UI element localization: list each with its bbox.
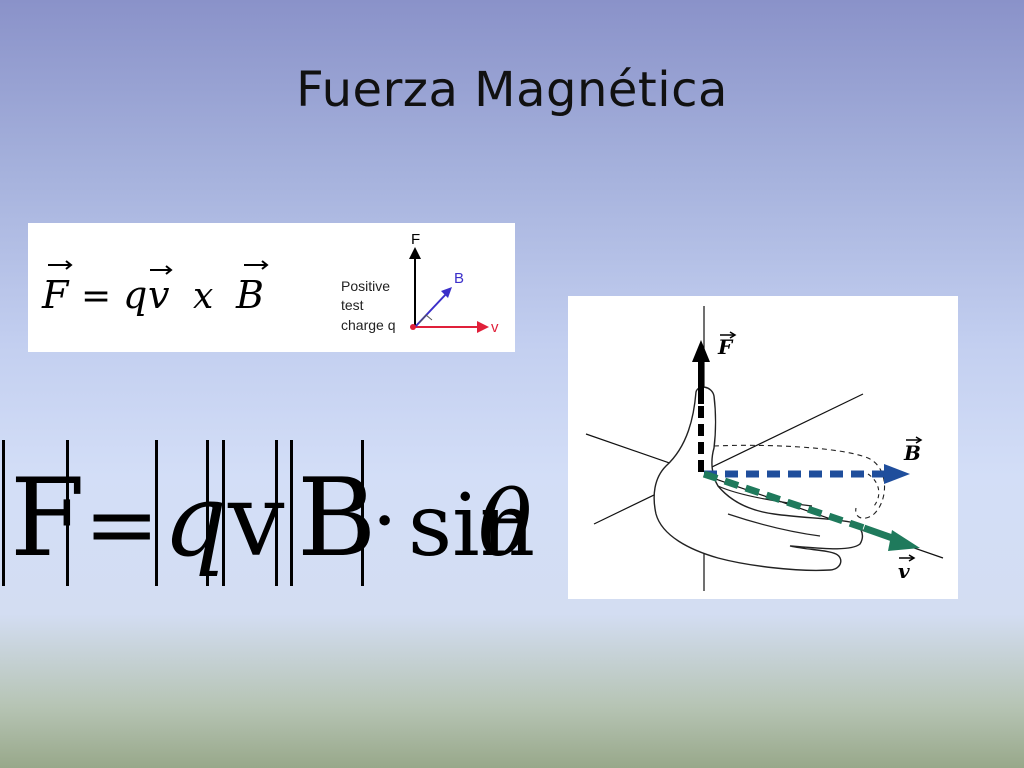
velocity-arrow-head-icon: [888, 530, 920, 551]
magnitude-sin: sin: [408, 476, 535, 576]
magnitude-equals: =: [84, 472, 159, 577]
arrow-head-v-icon: [165, 265, 173, 275]
force-arrow-head-icon: [692, 340, 710, 362]
right-hand-rule-svg: F B v: [585, 306, 944, 591]
charge-dot-icon: [410, 324, 416, 330]
velocity-dashed-vector: [702, 470, 866, 532]
hand-label-v: v: [898, 559, 910, 583]
force-arrow-head-icon: [409, 247, 421, 259]
formula-v: v: [148, 273, 170, 317]
vector-formula: F = q v x B: [41, 260, 269, 317]
field-arrow-head-icon: [441, 287, 452, 298]
hand-label-B: B: [903, 441, 921, 465]
formula-x: x: [193, 276, 213, 317]
abs-bar-right-B: [361, 440, 364, 586]
hand-outline-icon: [653, 386, 864, 572]
label-positive: Positive: [341, 278, 390, 294]
abs-bar-left-B: [290, 440, 293, 586]
slide-title: Fuerza Magnética: [296, 62, 728, 118]
charge-diagram: Positive test charge q F v B: [341, 231, 499, 336]
magnitude-dot: ·: [372, 474, 397, 567]
angle-mark-icon: [421, 314, 433, 321]
abs-bar-left-q: [155, 440, 158, 586]
magnitude-F: F: [10, 456, 85, 581]
velocity-arrow-head-icon: [477, 321, 489, 333]
abs-bar-right-q: [206, 440, 209, 586]
label-test: test: [341, 297, 364, 313]
arrow-head-hand-B-icon: [915, 436, 923, 444]
arrow-head-hand-F-icon: [729, 331, 737, 339]
abs-bar-right-F: [66, 440, 69, 586]
magnitude-B: B: [297, 456, 376, 581]
hand-label-F: F: [717, 335, 734, 359]
arrow-head-F-icon: [65, 260, 73, 270]
label-B: B: [454, 270, 464, 287]
abs-bar-left-v: [222, 440, 225, 586]
finger-crease-icon: [717, 485, 813, 507]
formula-equals: =: [81, 276, 111, 317]
abs-bar-left-F: [2, 440, 5, 586]
formula-q: q: [123, 273, 147, 317]
angle-tick-icon: [418, 318, 424, 324]
field-arrow-head-icon: [884, 464, 910, 484]
vector-formula-panel: F = q v x B Positive test charge q: [28, 223, 515, 352]
vector-formula-svg: F = q v x B Positive test charge q: [41, 231, 499, 336]
plane-axis-line: [593, 393, 864, 525]
formula-F: F: [41, 273, 70, 317]
finger-crease-2-icon: [727, 513, 821, 537]
curl-detail-icon: [867, 473, 880, 507]
magnitude-theta: θ: [478, 472, 532, 577]
label-charge-q: charge q: [341, 317, 395, 333]
magnitude-formula: F = q v B · sin θ: [2, 440, 535, 586]
magnitude-q: q: [163, 462, 227, 579]
arrow-head-hand-v-icon: [908, 554, 916, 562]
right-hand-rule-panel: F B v: [568, 296, 958, 599]
label-v: v: [491, 319, 499, 336]
label-F: F: [411, 231, 420, 248]
formula-B: B: [235, 273, 264, 317]
abs-bar-right-v: [275, 440, 278, 586]
arrow-head-B-icon: [261, 260, 269, 270]
